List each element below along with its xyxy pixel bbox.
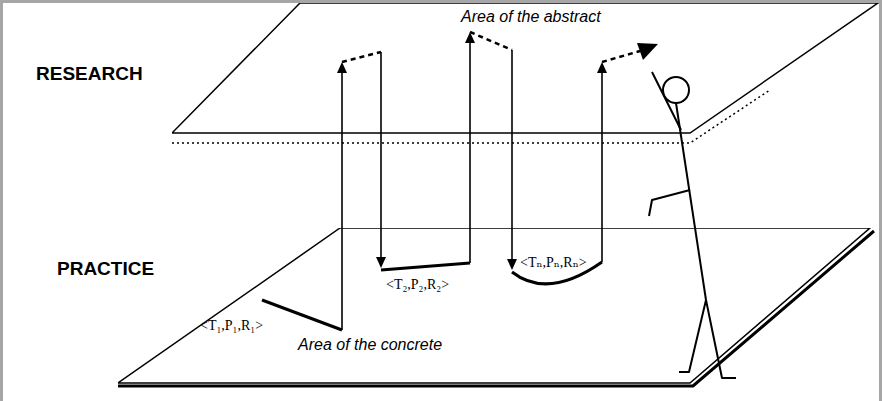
arrow-line — [601, 71, 603, 262]
arrow-head — [376, 257, 386, 268]
arrow-line — [341, 71, 343, 330]
plane-title: Area of the abstract — [461, 7, 601, 26]
transition-arrow — [597, 62, 607, 262]
arrow-line — [511, 50, 513, 261]
arrow-line — [469, 41, 471, 263]
transition-arrow — [507, 50, 517, 270]
practice-path — [381, 263, 470, 270]
abstract-path — [602, 51, 640, 62]
arrow-head — [597, 62, 607, 73]
plane-thickness — [118, 231, 874, 386]
plane: Area of the concrete — [118, 228, 882, 391]
transition-arrow — [376, 52, 386, 268]
arrow-head — [637, 43, 658, 60]
stick-figure — [649, 72, 736, 378]
plane-edge — [118, 228, 870, 383]
plane-outline — [118, 228, 882, 391]
arrow-head — [337, 62, 347, 73]
level-label: PRACTICE — [57, 258, 154, 281]
tuple-label: <T₂,P₂,R₂> — [386, 277, 449, 294]
transition-arrow — [337, 62, 347, 330]
practice-path — [262, 300, 342, 330]
tuple-label: <T₁,P₁,R₁> — [200, 318, 263, 335]
tuple-label: <Tₙ,Pₙ,Rₙ> — [520, 255, 587, 272]
plane-title: Area of the concrete — [298, 335, 442, 354]
plane-edge — [172, 3, 878, 133]
arrow-head — [465, 32, 475, 43]
abstract-path — [342, 52, 381, 62]
plane: Area of the abstract — [172, 3, 880, 135]
abstract-path — [470, 32, 512, 50]
arrow-head — [507, 259, 517, 270]
level-label: RESEARCH — [36, 63, 143, 86]
